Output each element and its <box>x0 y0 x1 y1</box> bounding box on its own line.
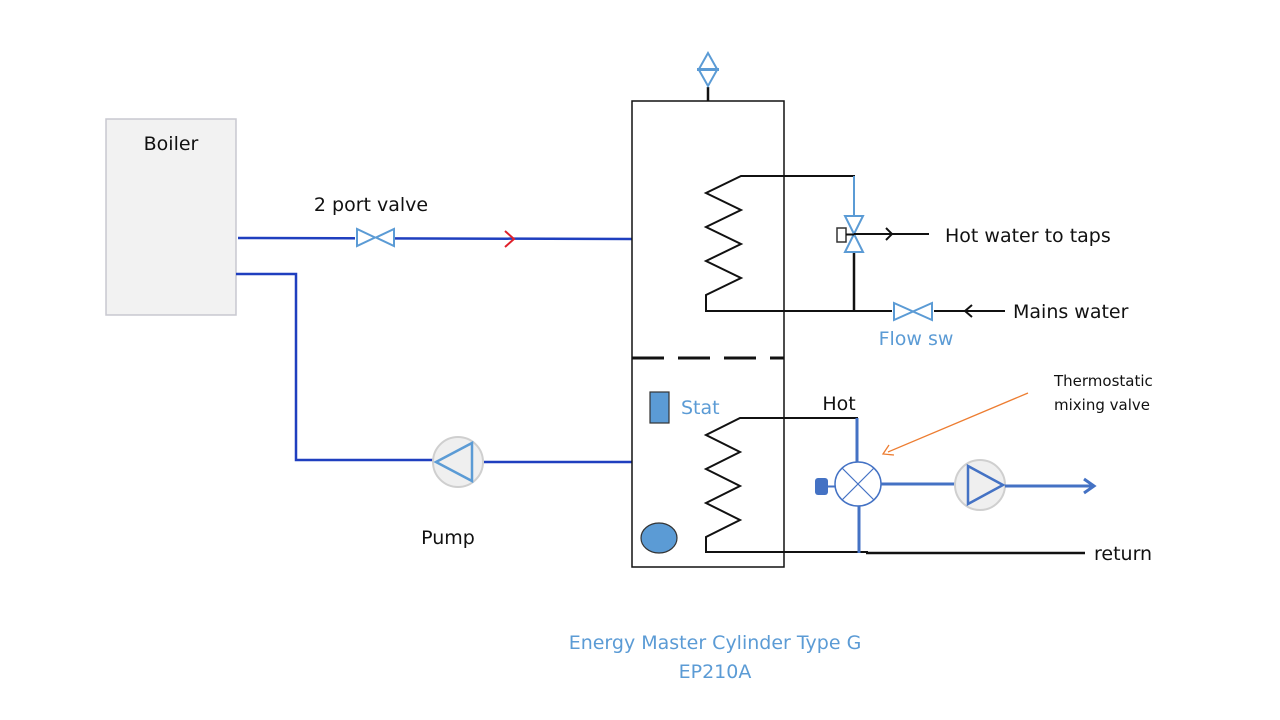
upper-coil <box>703 175 855 312</box>
tmv-pointer-arrowhead-icon <box>881 444 895 456</box>
hot-water-arrow-icon <box>885 227 894 241</box>
two-port-valve-label: 2 port valve <box>314 194 428 216</box>
primary-return-pipe <box>236 272 434 462</box>
lower-coil <box>703 417 868 553</box>
boiler-box[interactable] <box>105 118 237 316</box>
mains-arrow-icon <box>963 304 973 318</box>
tmv-label-line1: Thermostatic <box>1053 372 1153 390</box>
mixing-valve-icon[interactable] <box>815 461 882 507</box>
mains-water-label: Mains water <box>1013 301 1129 323</box>
pump-icon[interactable] <box>432 436 484 488</box>
secondary-pump-icon[interactable] <box>954 459 1006 511</box>
pump-label: Pump <box>421 527 475 549</box>
secondary-flow-arrow-icon <box>1083 477 1097 495</box>
flow-switch-label: Flow sw <box>879 328 954 350</box>
thermostat-icon[interactable] <box>649 391 670 424</box>
stat-label: Stat <box>681 397 720 419</box>
tmv-label-line2: mixing valve <box>1054 396 1150 414</box>
cylinder[interactable] <box>631 100 785 568</box>
hot-label: Hot <box>822 393 855 415</box>
tmv-pointer-line <box>887 392 1029 453</box>
vent-valve-icon[interactable] <box>697 50 719 89</box>
return-label: return <box>1094 543 1152 565</box>
diagram-model: EP210A <box>679 661 752 683</box>
diverter-valve-icon[interactable] <box>836 215 865 253</box>
primary-flow-pipe <box>237 236 633 241</box>
diagram-title: Energy Master Cylinder Type G <box>569 632 862 654</box>
flow-direction-arrow-icon <box>504 230 516 248</box>
boiler-label: Boiler <box>144 133 199 155</box>
two-port-valve-icon[interactable] <box>355 227 395 248</box>
sensor-pocket-icon <box>640 522 678 554</box>
hot-water-to-taps-label: Hot water to taps <box>945 225 1111 247</box>
flow-switch-icon[interactable] <box>892 301 934 322</box>
